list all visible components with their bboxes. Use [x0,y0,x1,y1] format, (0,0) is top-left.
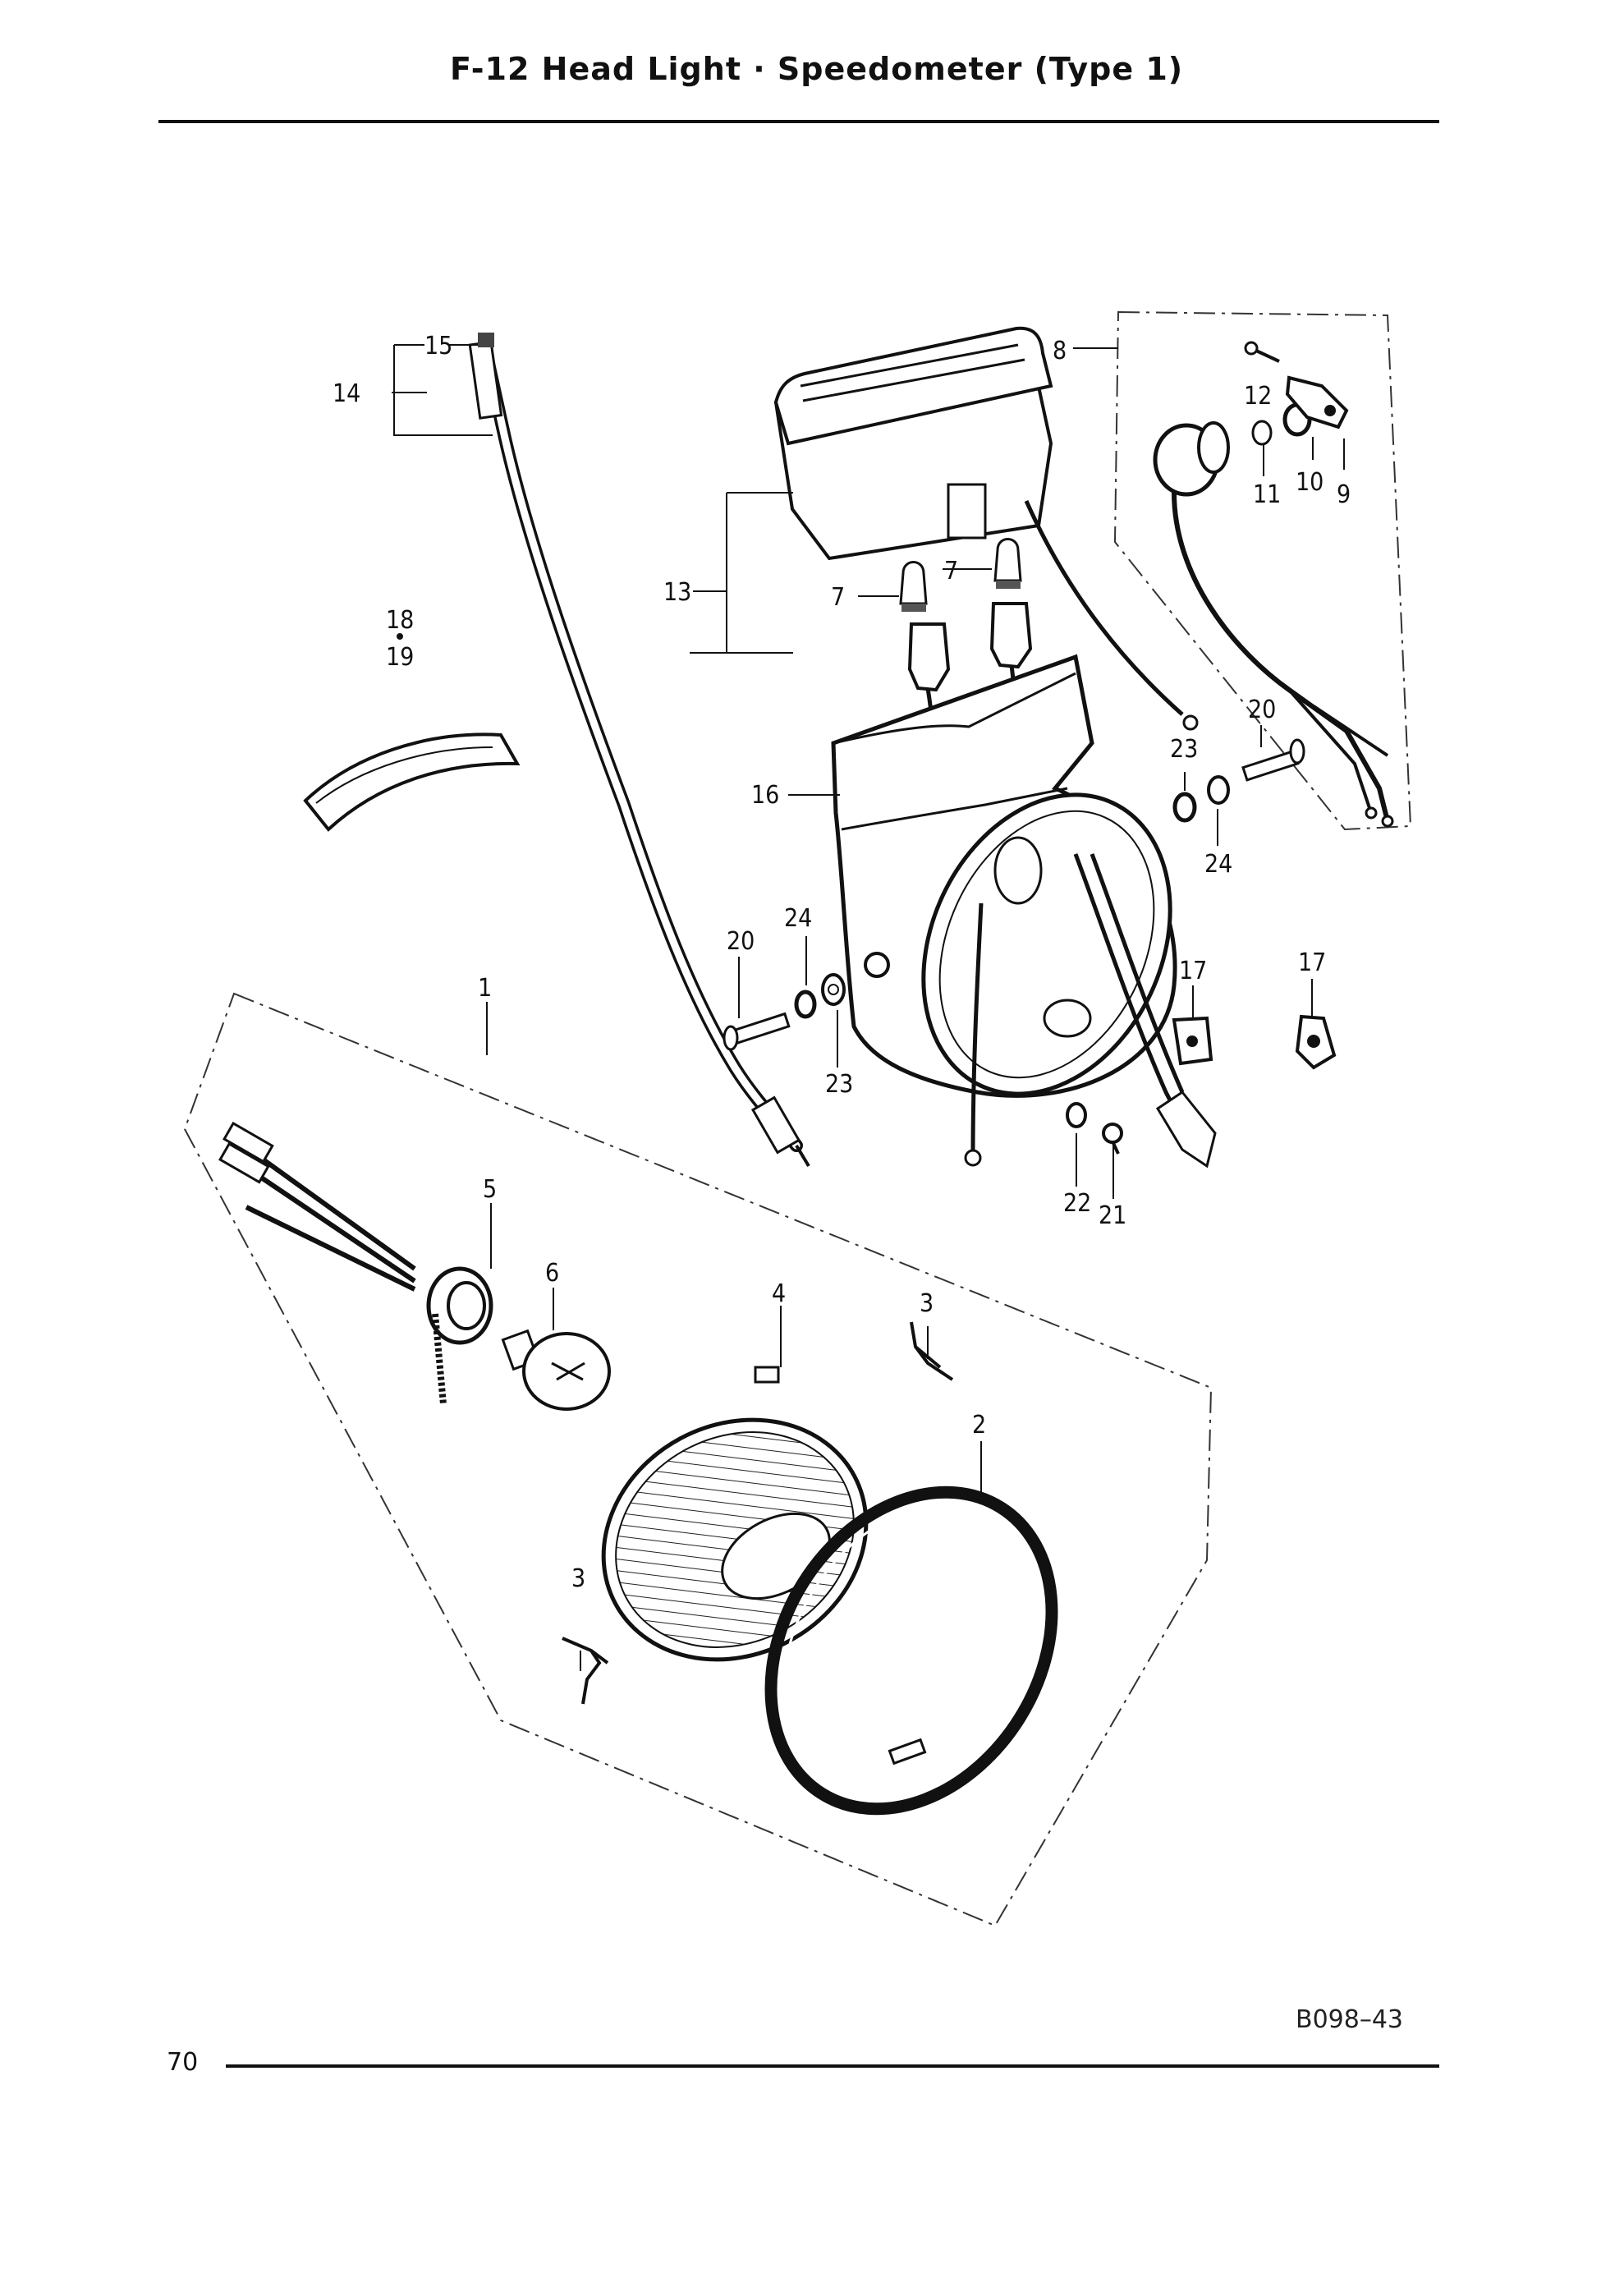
washer-23-right-icon [1172,792,1197,823]
headlight-rim-icon [764,1486,1058,1816]
callout-17-center: 17 [1179,957,1207,985]
callout-5: 5 [483,1175,497,1204]
page-number: 70 [167,2048,199,2077]
callout-17-right: 17 [1298,948,1326,977]
headlight-bulb-icon [501,1329,611,1411]
speedometer-icon [773,326,1199,731]
callout-13: 13 [663,578,691,607]
callout-6: 6 [545,1259,559,1288]
washer-24-right-icon [1207,775,1230,805]
callout-2: 2 [972,1411,986,1440]
callout-3-lower: 3 [571,1564,585,1593]
callout-14: 14 [333,379,360,408]
reflector-icon [303,732,521,832]
callout-23-right: 23 [1170,735,1198,764]
indicator-bulb-left-icon [899,561,928,612]
callout-11: 11 [1253,480,1281,509]
bracket-9-icon [1285,375,1349,429]
callout-19: 19 [386,643,414,672]
callout-3-upper: 3 [920,1289,934,1318]
callout-20-left: 20 [727,927,755,956]
bolt-20-right-icon [1241,738,1305,782]
washer-23-left-hole [828,984,839,995]
switch-group-outline [1113,310,1412,831]
callout-21: 21 [1099,1201,1126,1230]
callout-24-left: 24 [784,904,812,933]
callout-8: 8 [1053,337,1067,365]
footer-rule [226,2064,1439,2068]
page-title: F-12 Head Light · Speedometer (Type 1) [450,51,1184,87]
clip-17-right-icon [1295,1014,1337,1070]
header-rule [158,120,1439,123]
bolt-20-left-icon [723,1012,791,1051]
bulb-socket-icon [218,1121,493,1405]
callout-9: 9 [1337,480,1351,509]
washer-22-icon [1066,1102,1087,1128]
callout-1: 1 [478,974,492,1003]
callout-24-right: 24 [1204,850,1232,879]
screw-21-icon [1102,1123,1123,1155]
callout-23-left: 23 [825,1070,853,1099]
callout-22: 22 [1063,1189,1091,1218]
indicator-bulb-right-icon [993,538,1022,589]
callout-18: 18 [386,606,414,635]
callout-7-right: 7 [944,557,958,585]
washer-24-left-icon [794,990,817,1019]
callout-12: 12 [1244,382,1272,411]
figure-code: B098–43 [1296,2005,1404,2034]
spring-3-upper-icon [910,1321,954,1381]
callout-16: 16 [751,781,779,810]
speedometer-cable-icon [468,333,810,1168]
callout-10: 10 [1296,468,1324,497]
callout-20-right: 20 [1248,696,1276,724]
washer-11-icon [1251,420,1273,446]
switch-icon [1153,421,1394,828]
leader-lines [392,344,1345,1671]
spring-3-lower-icon [562,1637,609,1705]
callout-15: 15 [424,332,452,360]
screw-12-icon [1244,341,1280,363]
callout-7-left: 7 [831,583,845,612]
headlight-group-outline [183,992,1213,1927]
headlight-lens-icon [601,1366,869,1662]
headlight-case-icon [831,654,1217,1169]
callout-4: 4 [772,1279,786,1308]
clip-17-center-icon [1172,1016,1213,1066]
